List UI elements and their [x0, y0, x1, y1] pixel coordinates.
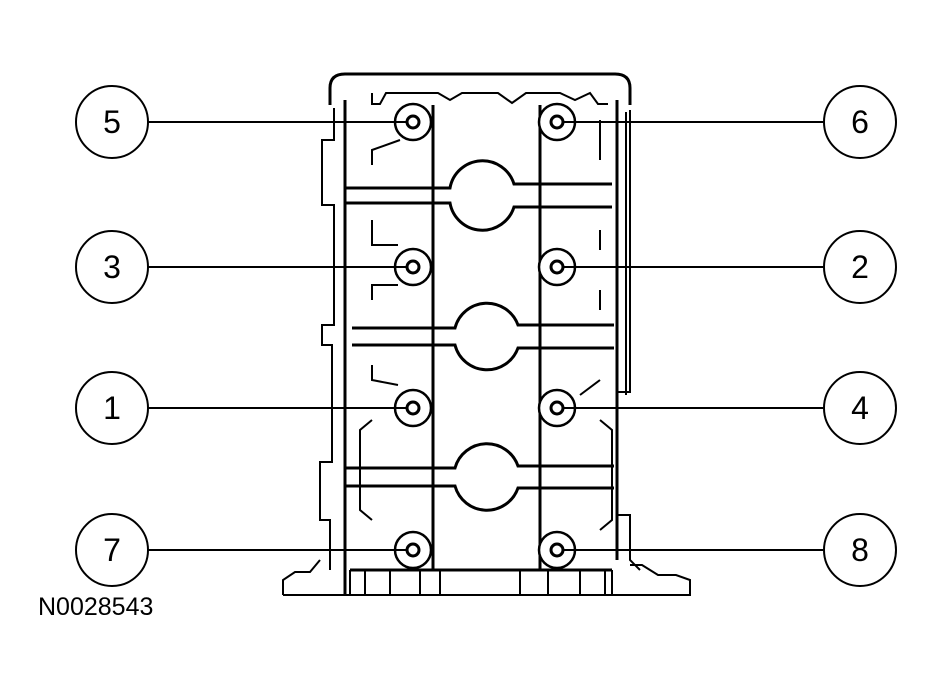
bolts [393, 102, 577, 570]
callout-3: 3 [75, 230, 149, 304]
callout-2-label: 2 [851, 249, 869, 285]
callout-2: 2 [823, 230, 897, 304]
callout-4: 4 [823, 371, 897, 445]
callout-5: 5 [75, 85, 149, 159]
callout-1: 1 [75, 371, 149, 445]
callout-3-label: 3 [103, 249, 121, 285]
bolt-5 [393, 102, 433, 142]
figure-id-label: N0028543 [38, 593, 154, 621]
callout-1-label: 1 [103, 390, 121, 426]
bolt-8 [537, 530, 577, 570]
leader-lines [148, 121, 823, 551]
callout-4-label: 4 [851, 390, 869, 426]
callout-5-label: 5 [103, 104, 121, 140]
callout-8-label: 8 [851, 532, 869, 568]
callout-6-label: 6 [851, 104, 869, 140]
cylinder-head-drawing [282, 72, 691, 596]
callout-8: 8 [823, 513, 897, 587]
callout-7-label: 7 [103, 532, 121, 568]
callout-7: 7 [75, 513, 149, 587]
callout-6: 6 [823, 85, 897, 159]
